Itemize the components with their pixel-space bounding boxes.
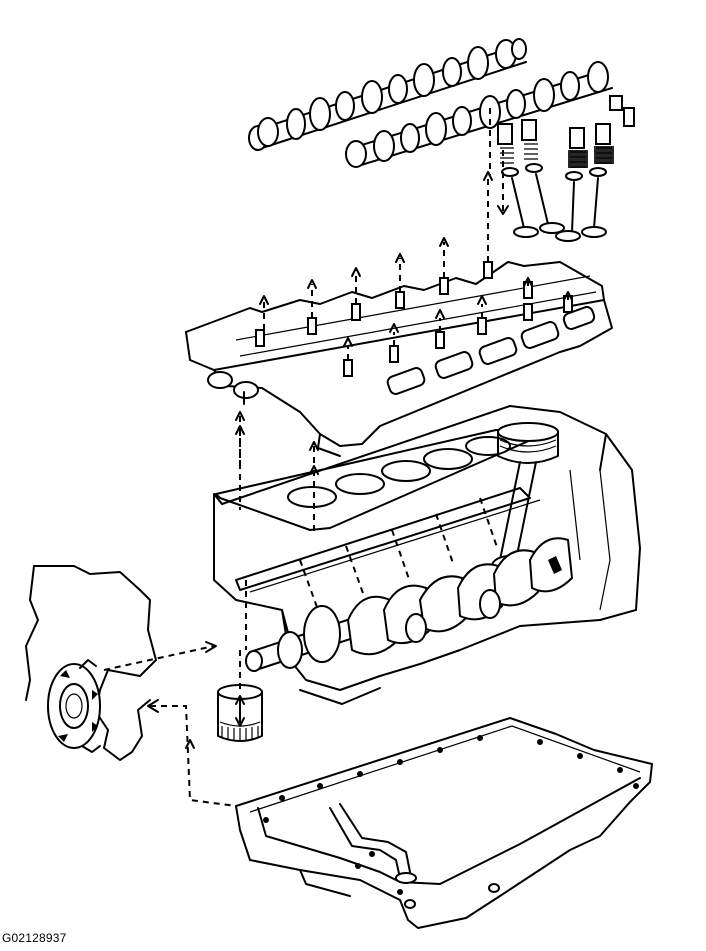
- figure-id-label: G02128937: [2, 931, 67, 945]
- valve-train: [489, 95, 635, 242]
- oil-pan: [235, 717, 653, 929]
- engine-block: [213, 405, 641, 705]
- exhaust-camshaft: [345, 61, 613, 168]
- oil-filter: [217, 650, 263, 742]
- head-gasket: [215, 425, 541, 536]
- front-cover: [25, 565, 237, 807]
- assembly-arrows: [235, 411, 319, 470]
- cylinder-head: [185, 171, 613, 457]
- crankshaft: [245, 537, 574, 672]
- intake-camshaft: [248, 38, 527, 151]
